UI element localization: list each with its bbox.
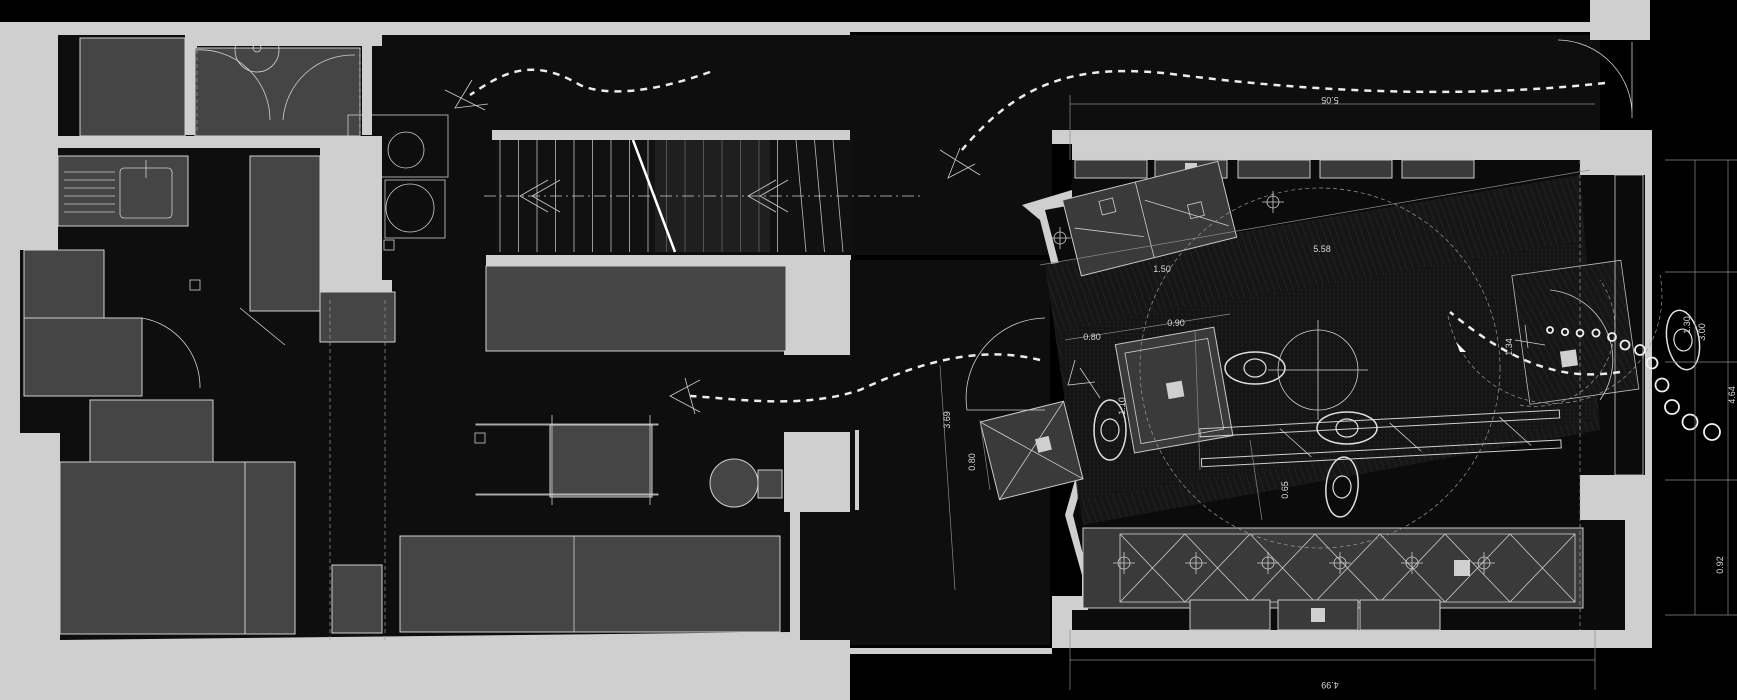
- arrow-icon: [939, 147, 981, 179]
- footstep-icon: [1560, 327, 1570, 337]
- dim-aisle-width: 0.65: [1280, 481, 1290, 499]
- wall-cabinet: [1074, 159, 1148, 179]
- dim-top-width: 5.05: [1321, 95, 1339, 105]
- light-fixture-icon: [1262, 191, 1284, 213]
- arrow-icon-5: [1514, 324, 1546, 349]
- shelf-cross: [1249, 533, 1316, 603]
- people: [1093, 309, 1701, 518]
- shelf-cross: [1444, 533, 1511, 603]
- light-fixture-icon: [1401, 552, 1423, 574]
- wall-cabinet: [1237, 159, 1311, 179]
- person-icon: [1316, 411, 1378, 445]
- footstep-icon: [1654, 377, 1670, 393]
- shop-room: [965, 39, 1663, 648]
- footstep-icon: [1703, 423, 1721, 441]
- dim-right-total: 4.64: [1727, 386, 1737, 404]
- dim-right-segment-c: 0.92: [1715, 556, 1725, 574]
- cabinet-label-square: [1311, 608, 1325, 622]
- dimension-lines: [939, 95, 1737, 690]
- shelf-label-square: [1454, 560, 1470, 576]
- person-icon: [1224, 351, 1286, 385]
- arrow-icon-2: [444, 79, 489, 111]
- arrow-icon-4: [1067, 359, 1101, 399]
- dim-door-width: 0.80: [967, 453, 977, 471]
- footsteps: [1546, 326, 1721, 441]
- light-fixture-icon: [1185, 552, 1207, 574]
- stair-direction-arrow-icon: [519, 179, 561, 213]
- person-icon: [1325, 456, 1359, 518]
- staircase: [484, 139, 920, 253]
- footstep-icon: [1591, 328, 1601, 338]
- light-fixture-icon: [1473, 552, 1495, 574]
- display-island: [1114, 326, 1234, 454]
- footstep-icon: [1575, 328, 1585, 338]
- cursor-arrow-icon: [1456, 342, 1466, 352]
- living-room: [347, 114, 859, 633]
- person-icon: [1093, 399, 1127, 461]
- light-fixture-icon: [1113, 552, 1135, 574]
- footstep-icon: [1546, 326, 1554, 334]
- dim-right-segment-b: 3.00: [1697, 323, 1707, 341]
- floor-cabinet: [1189, 599, 1271, 631]
- dim-door-diagonal: 3.69: [942, 411, 952, 429]
- footstep-icon: [1634, 344, 1646, 356]
- shelf-cross: [1509, 533, 1576, 603]
- light-fixture-icon: [1257, 552, 1279, 574]
- stair-direction-arrow-icon-2: [747, 179, 789, 213]
- dim-island-left-gap: 0.80: [1083, 332, 1101, 342]
- arrow-icon-3: [669, 377, 701, 415]
- person-icon: [1665, 309, 1701, 371]
- footstep-icon: [1664, 399, 1680, 415]
- light-fixture-icon: [1049, 227, 1071, 249]
- shelf-cross: [1184, 533, 1251, 603]
- dim-room-length: 5.58: [1313, 244, 1331, 254]
- dimension-labels: 5.05 5.58 1.50 0.90 0.80 1.10 0.65 3.69 …: [942, 95, 1737, 690]
- wall-cabinet: [1401, 159, 1475, 179]
- shelf-cross: [1314, 533, 1381, 603]
- kitchen: [23, 155, 396, 640]
- wall-cabinet: [1319, 159, 1393, 179]
- floor-cabinet: [1359, 599, 1441, 631]
- light-fixture-icon: [1329, 552, 1351, 574]
- shelf-cross: [1379, 533, 1446, 603]
- dim-fitting-width: 1.34: [1504, 338, 1514, 356]
- footstep-icon: [1619, 339, 1631, 351]
- shelf-cross: [1119, 533, 1186, 603]
- footstep-icon: [1645, 356, 1659, 370]
- bathroom: [79, 27, 361, 137]
- footstep-icon: [1681, 413, 1699, 431]
- circulation-paths: [444, 68, 1621, 415]
- light-fixtures: [1049, 191, 1495, 574]
- footstep-icon: [1607, 332, 1617, 342]
- dim-island-width: 0.90: [1167, 318, 1185, 328]
- dim-right-segment-a: 1.30: [1682, 316, 1692, 334]
- dim-bench-offset: 1.50: [1153, 264, 1171, 274]
- sink-icon: [252, 43, 262, 53]
- dim-bottom-width: 4.99: [1321, 680, 1339, 690]
- dim-island-depth: 1.10: [1117, 397, 1127, 415]
